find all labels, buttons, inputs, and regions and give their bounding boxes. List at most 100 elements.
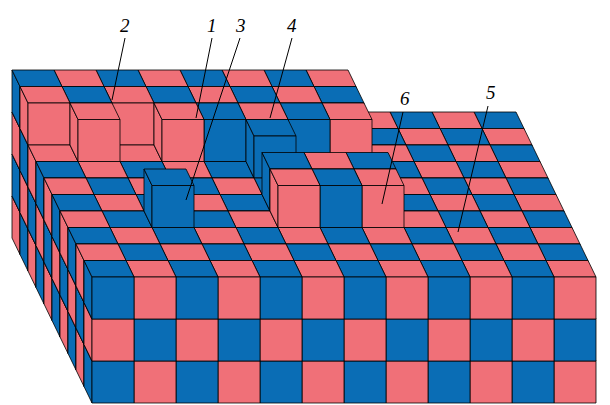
cube-face <box>346 153 396 170</box>
cube-face <box>412 244 462 261</box>
cube-face <box>430 195 480 212</box>
cube-face <box>362 228 412 245</box>
cube-face <box>344 277 386 319</box>
cube-face <box>36 162 86 179</box>
cube-face <box>470 319 512 361</box>
cube-face <box>448 145 498 162</box>
cube-face <box>230 87 280 104</box>
cube-face <box>404 228 454 245</box>
cube-face <box>144 169 194 186</box>
cube-face <box>322 103 372 120</box>
leader-line <box>458 106 488 232</box>
cube-face <box>320 186 362 228</box>
cube-face <box>514 195 564 212</box>
cube-face <box>280 103 330 120</box>
cube-face <box>474 112 524 129</box>
cube-face <box>260 319 302 361</box>
cube-face <box>378 261 428 278</box>
leader-line <box>112 38 125 100</box>
cube-face <box>362 186 404 228</box>
cube-face <box>188 87 238 104</box>
cube-face <box>344 361 386 403</box>
cube-face <box>152 228 202 245</box>
cube-face <box>386 277 428 319</box>
cube-face <box>134 361 176 403</box>
callout-number: 6 <box>400 89 410 108</box>
cube-face <box>386 361 428 403</box>
cube-face <box>252 261 302 278</box>
cube-face <box>260 277 302 319</box>
cube-face <box>428 361 470 403</box>
cube-face <box>464 178 514 195</box>
cube-face <box>336 261 386 278</box>
cube-face <box>432 112 482 129</box>
cube-face <box>354 169 404 186</box>
cube-face <box>176 277 218 319</box>
cube-face <box>490 145 540 162</box>
cube-face <box>126 261 176 278</box>
leader-line <box>382 112 403 204</box>
cube-face <box>438 211 488 228</box>
cube-face <box>406 145 456 162</box>
cube-face <box>78 162 128 179</box>
cube-face <box>390 112 440 129</box>
cube-face <box>270 169 320 186</box>
cube-face <box>86 178 136 195</box>
cube-face <box>414 162 464 179</box>
cube-face <box>134 277 176 319</box>
cube-face <box>294 261 344 278</box>
cube-face <box>102 211 152 228</box>
cube-face <box>96 70 146 87</box>
cube-face <box>218 277 260 319</box>
cube-face <box>176 319 218 361</box>
cube-face <box>68 228 118 245</box>
cube-face <box>246 120 296 137</box>
cube-face <box>264 70 314 87</box>
cube-face <box>218 319 260 361</box>
cube-face <box>210 261 260 278</box>
cube-face <box>496 244 546 261</box>
cube-face <box>512 361 554 403</box>
cube-face <box>76 244 126 261</box>
cube-face <box>554 319 596 361</box>
cube-face <box>428 277 470 319</box>
leader-line <box>186 38 240 200</box>
cube-face <box>446 228 496 245</box>
cube-face <box>110 228 160 245</box>
cube-face <box>302 361 344 403</box>
cube-face <box>386 319 428 361</box>
cube-face <box>420 261 470 278</box>
cube-face <box>104 87 154 104</box>
cube-face <box>228 211 278 228</box>
cube-face <box>554 361 596 403</box>
cube-face <box>506 178 556 195</box>
cube-face <box>134 319 176 361</box>
cube-face <box>462 261 512 278</box>
cube-face <box>12 70 62 87</box>
cube-face <box>194 228 244 245</box>
cube-face <box>470 277 512 319</box>
cube-face <box>538 244 588 261</box>
cube-face <box>44 178 94 195</box>
cube-face <box>470 361 512 403</box>
cube-face <box>398 129 448 146</box>
cube-face <box>168 261 218 278</box>
cube-face <box>202 244 252 261</box>
cube-face <box>152 186 194 228</box>
cube-face <box>160 244 210 261</box>
callout-number: 5 <box>486 83 496 102</box>
cube-face <box>278 186 320 228</box>
cube-face <box>302 319 344 361</box>
cube-face <box>70 103 120 120</box>
cube-face <box>370 244 420 261</box>
cube-face <box>176 361 218 403</box>
cube-face <box>512 277 554 319</box>
cube-face <box>52 195 102 212</box>
callout-number: 4 <box>287 16 297 35</box>
cube-face <box>320 228 370 245</box>
cube-face <box>504 261 554 278</box>
leader-line <box>196 38 212 118</box>
cube-face <box>236 228 286 245</box>
callout-number: 3 <box>236 16 246 35</box>
cube-face <box>312 169 362 186</box>
